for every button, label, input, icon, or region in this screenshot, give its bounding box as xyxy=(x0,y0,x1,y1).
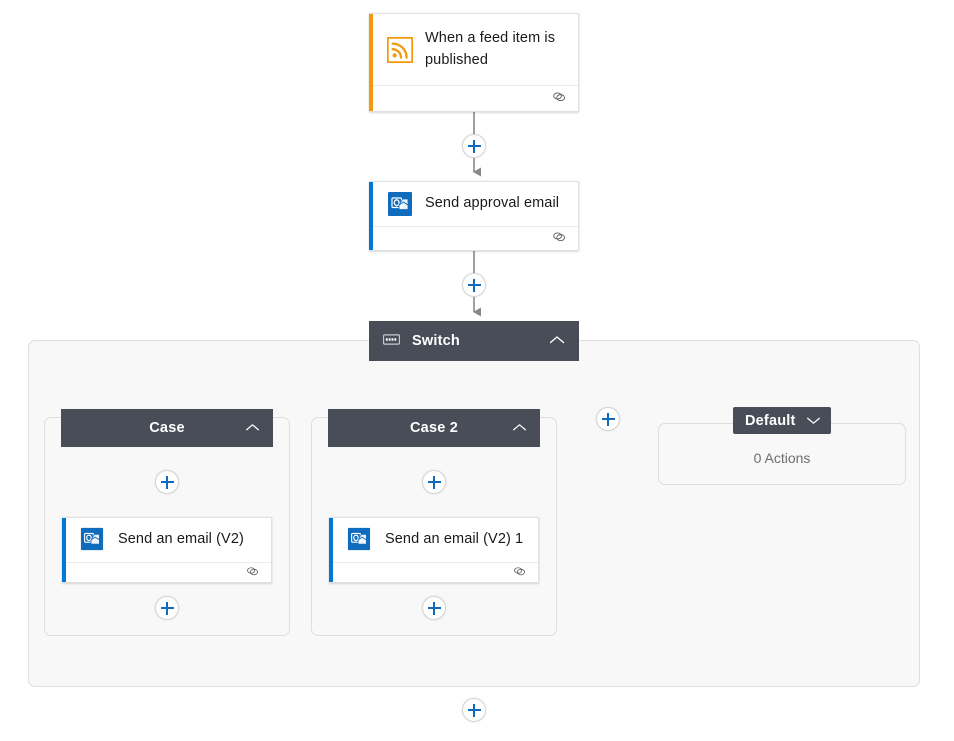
switch-label: Switch xyxy=(412,333,460,349)
case-2-action-card-title: Send an email (V2) 1 xyxy=(385,531,524,548)
chevron-up-icon[interactable] xyxy=(549,332,565,350)
case-1-label: Case xyxy=(149,420,185,436)
case-2-add-step-after-action-button[interactable] xyxy=(422,596,446,620)
comment-icon[interactable] xyxy=(512,564,526,582)
action-accent-bar xyxy=(369,182,373,250)
outlook-icon xyxy=(347,527,373,553)
case-2-action-card-footer xyxy=(329,562,538,582)
add-step-after-switch-button[interactable] xyxy=(462,698,486,722)
case-1-action-card-title: Send an email (V2) xyxy=(118,531,244,548)
chevron-up-icon[interactable] xyxy=(512,419,527,437)
comment-icon[interactable] xyxy=(551,230,566,248)
action-card-footer xyxy=(369,226,578,250)
case-1-header-bar[interactable]: Case xyxy=(61,409,273,447)
case-2-action-card-body: Send an email (V2) 1 xyxy=(329,518,538,562)
comment-icon[interactable] xyxy=(245,564,259,582)
case-2-label: Case 2 xyxy=(410,420,458,436)
action-card-title: Send approval email xyxy=(425,195,560,212)
outlook-icon xyxy=(80,527,106,553)
outlook-icon xyxy=(387,191,413,217)
case-1-action-card-body: Send an email (V2) xyxy=(62,518,271,562)
trigger-card-footer xyxy=(369,85,578,111)
default-actions-count: 0 Actions xyxy=(753,450,811,466)
switch-header-bar[interactable]: Switch xyxy=(369,321,579,361)
default-label: Default xyxy=(745,412,796,429)
case-1-add-step-after-action-button[interactable] xyxy=(155,596,179,620)
case-1-add-step-before-action-button[interactable] xyxy=(155,470,179,494)
chevron-down-icon[interactable] xyxy=(806,412,821,430)
switch-icon xyxy=(383,332,400,350)
add-case-button[interactable] xyxy=(596,407,620,431)
case-1-action-card-footer xyxy=(62,562,271,582)
trigger-accent-bar xyxy=(369,14,373,111)
add-step-after-send-approval-email-button[interactable] xyxy=(462,273,486,297)
trigger-card-body: When a feed item is published xyxy=(369,14,578,85)
case-2-header-bar[interactable]: Case 2 xyxy=(328,409,540,447)
case-2-action-card-send-an-email-v2-1[interactable]: Send an email (V2) 1 xyxy=(329,517,539,583)
default-header-bar[interactable]: Default xyxy=(733,407,831,434)
case-2-action-accent-bar xyxy=(329,518,333,582)
case-1-action-accent-bar xyxy=(62,518,66,582)
comment-icon[interactable] xyxy=(551,90,566,108)
rss-icon xyxy=(386,35,414,64)
trigger-card-when-a-feed-item-is-published[interactable]: When a feed item is published xyxy=(369,13,579,112)
trigger-card-title: When a feed item is published xyxy=(425,30,556,68)
action-card-body: Send approval email xyxy=(369,182,578,226)
action-card-send-approval-email[interactable]: Send approval email xyxy=(369,181,579,251)
case-1-action-card-send-an-email-v2[interactable]: Send an email (V2) xyxy=(62,517,272,583)
add-step-after-trigger-button[interactable] xyxy=(462,134,486,158)
chevron-up-icon[interactable] xyxy=(245,419,260,437)
case-2-add-step-before-action-button[interactable] xyxy=(422,470,446,494)
